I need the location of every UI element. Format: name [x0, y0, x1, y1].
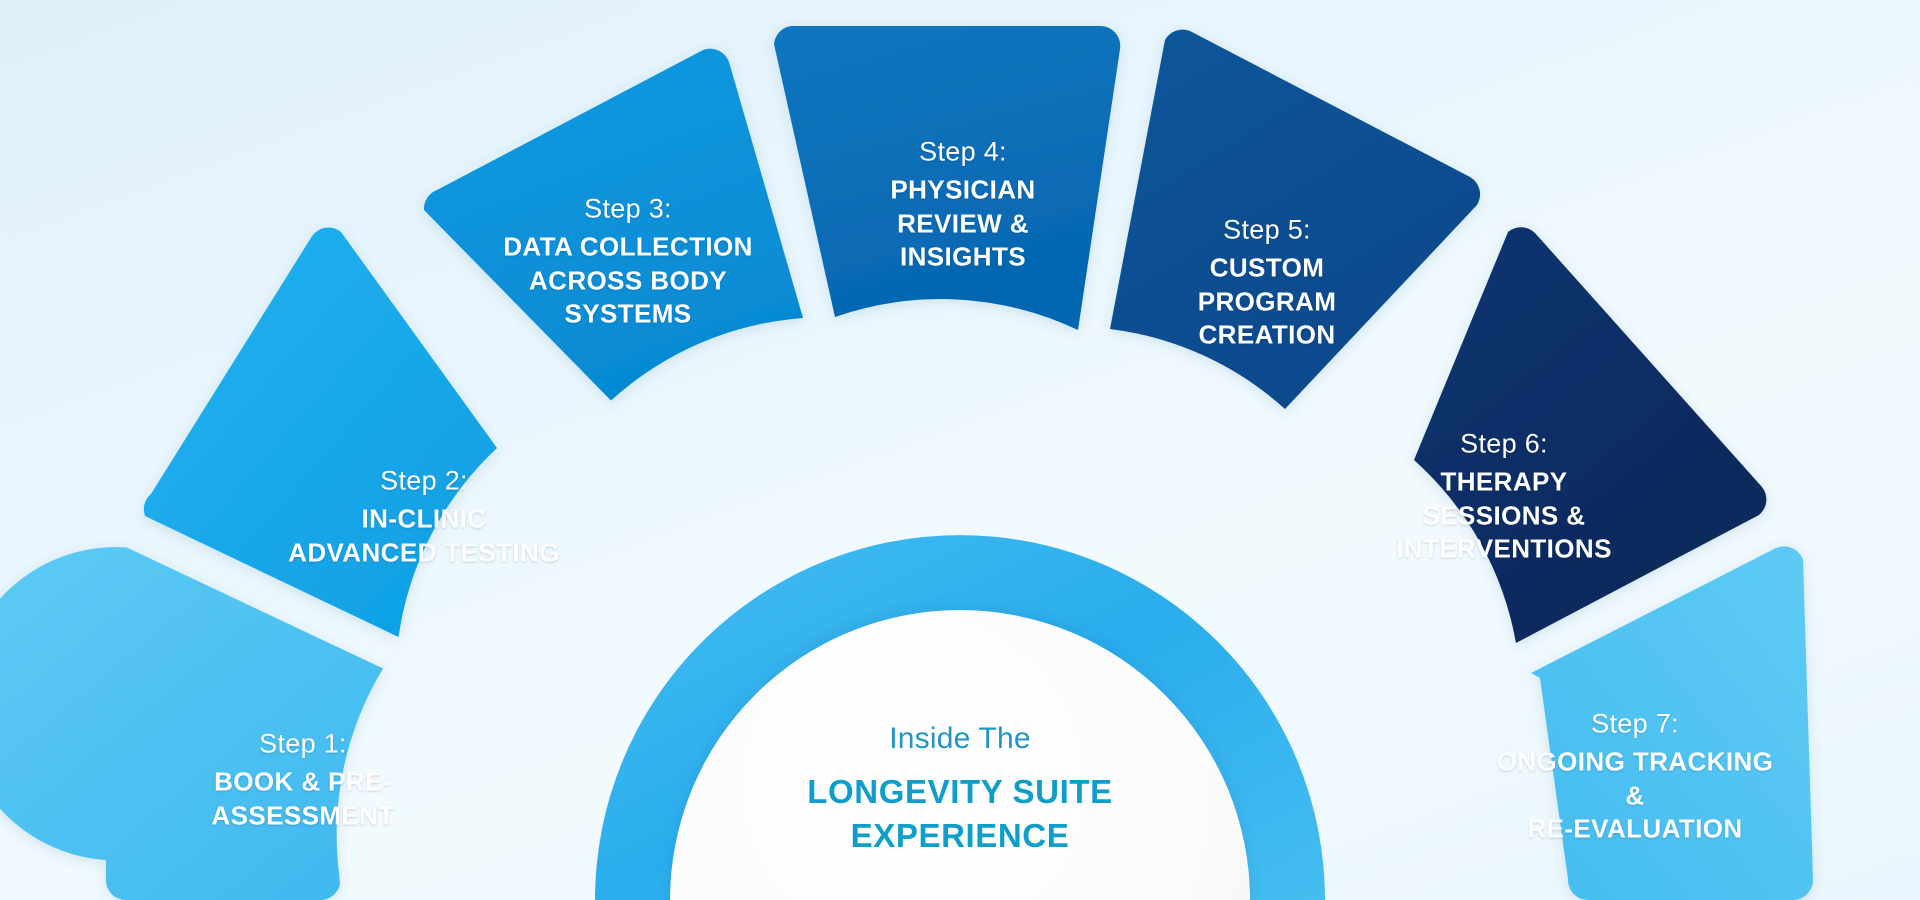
- segment-step-4[interactable]: [774, 25, 1121, 330]
- hub-pretitle: Inside The: [889, 722, 1031, 755]
- segment-step-3[interactable]: [423, 48, 803, 401]
- segment-step-5[interactable]: [1110, 29, 1481, 410]
- segment-step-2[interactable]: [143, 227, 498, 637]
- wheel-segments: [0, 25, 1813, 900]
- hub-title: LONGEVITY SUITE EXPERIENCE: [807, 770, 1112, 858]
- segment-step-1[interactable]: [0, 547, 383, 900]
- segment-step-6[interactable]: [1414, 227, 1767, 644]
- segment-step-7[interactable]: [1531, 546, 1813, 900]
- hub-title-line-2: EXPERIENCE: [850, 816, 1070, 854]
- hub-title-line-1: LONGEVITY SUITE: [807, 773, 1113, 810]
